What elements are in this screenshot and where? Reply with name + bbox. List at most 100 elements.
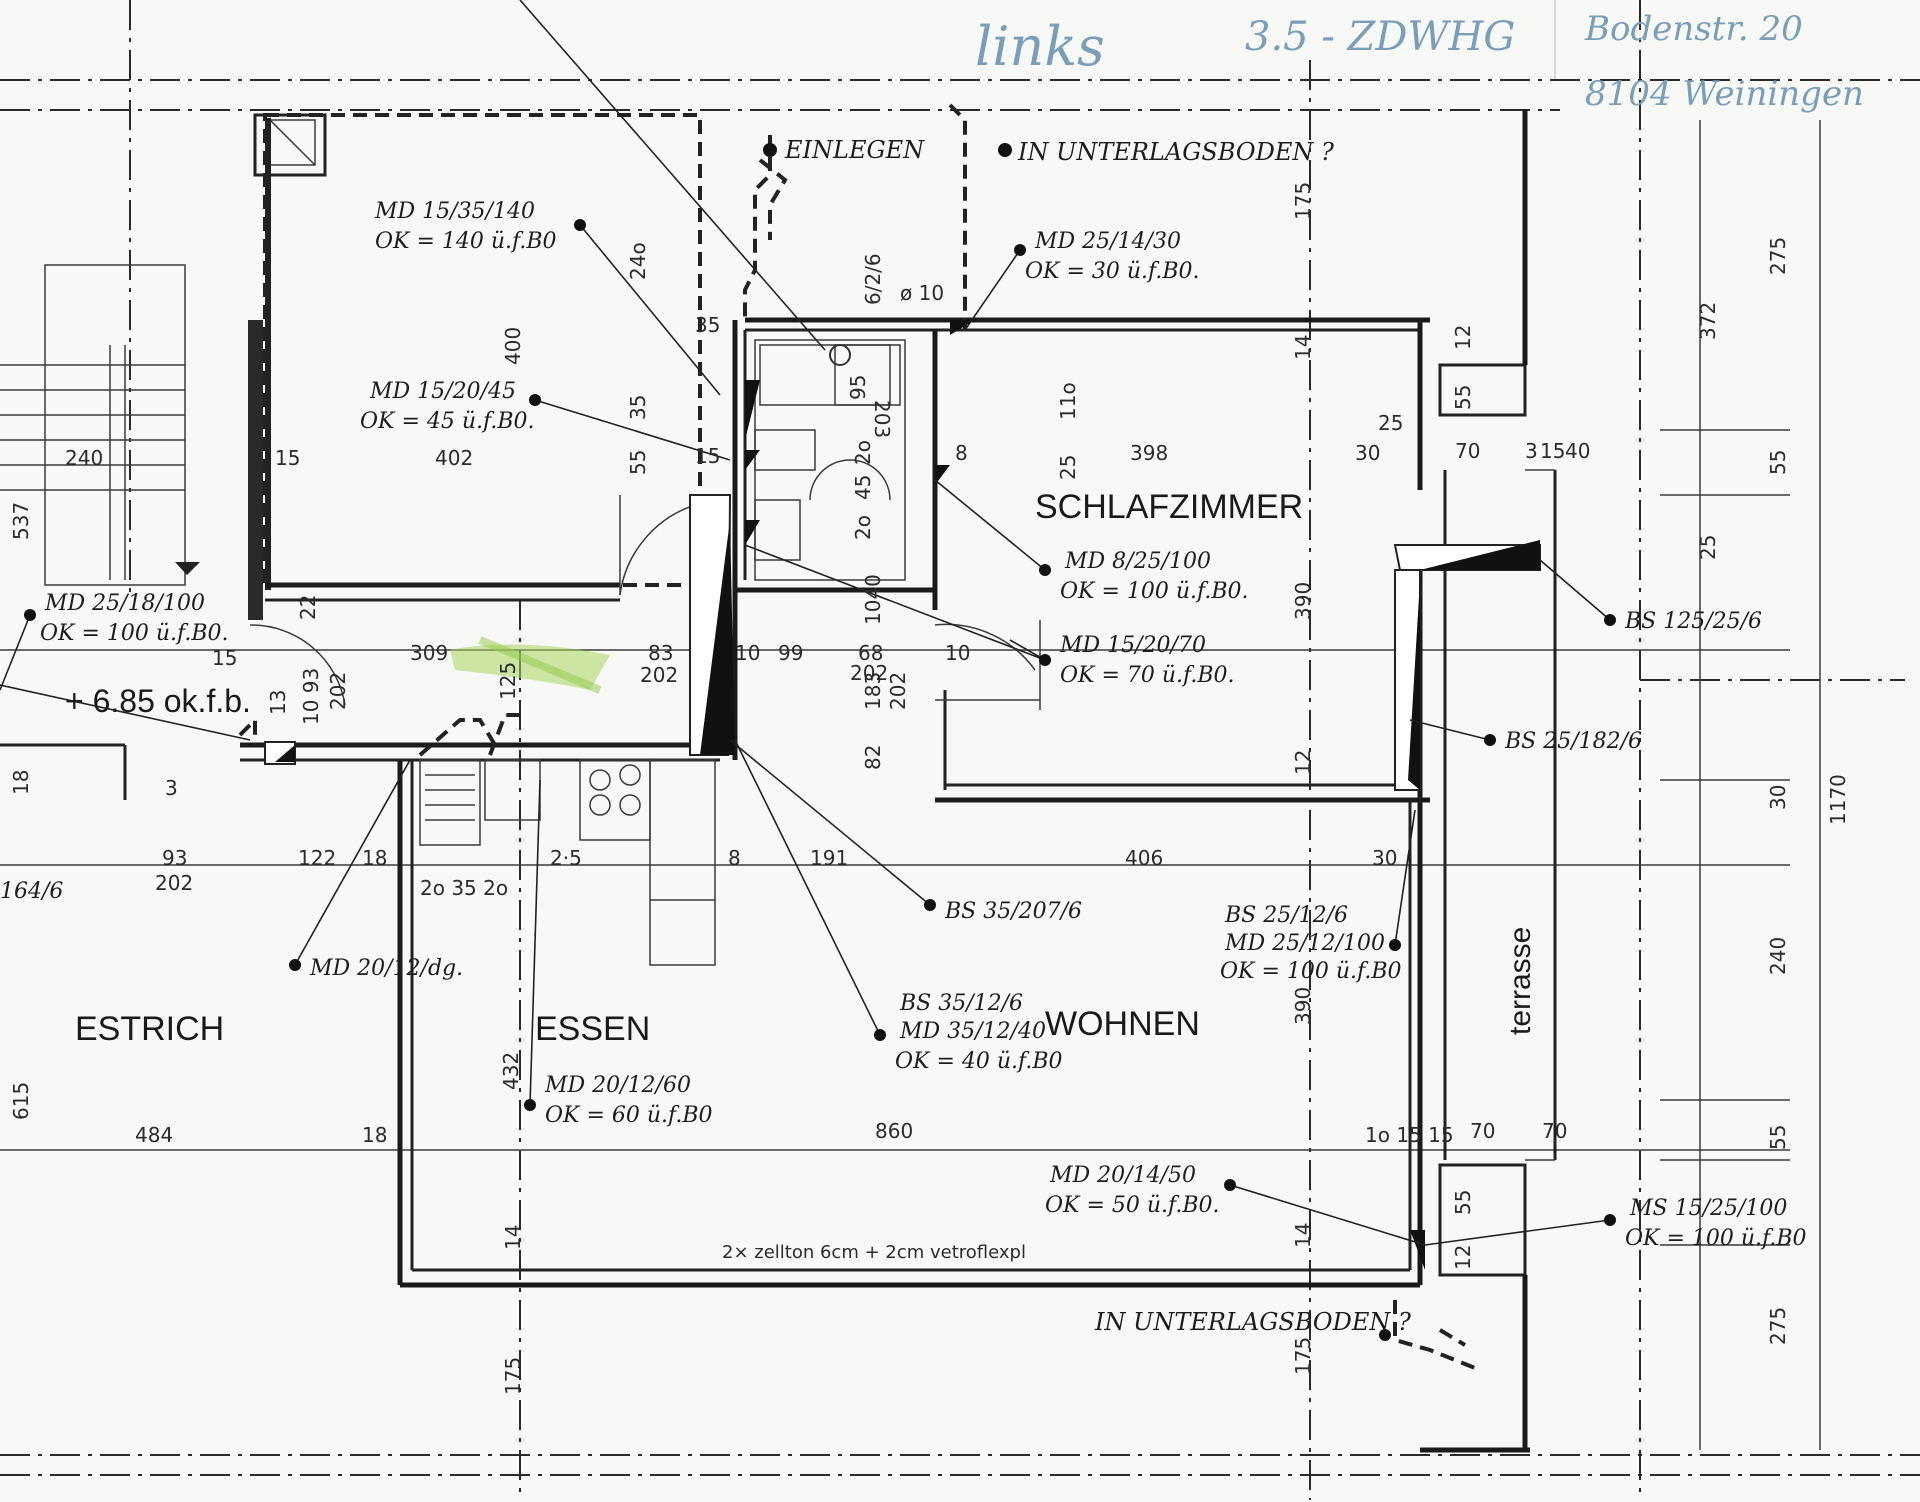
note-md-20-12-dg: MD 20/12/dg. — [309, 956, 463, 981]
note-md-25-14-30-b: OK = 30 ü.f.B0. — [1025, 259, 1200, 284]
dim-175c: 175 — [1291, 1337, 1315, 1375]
dim-275a: 275 — [1766, 237, 1790, 275]
dim-202a: 202 — [640, 663, 678, 687]
annotations: EINLEGEN IN UNTERLAGSBODEN ? MD 15/35/14… — [0, 136, 1807, 1336]
dim-55d: 55 — [1766, 1125, 1790, 1150]
note-einlegen: EINLEGEN — [784, 136, 925, 164]
note-md-8-25-100-b: OK = 100 ü.f.B0. — [1060, 579, 1249, 604]
note-md-25-18-100-a: MD 25/18/100 — [44, 591, 205, 616]
note-md-20-14-50-a: MD 20/14/50 — [1049, 1163, 1196, 1188]
room-terrasse: terrasse — [1504, 927, 1537, 1035]
dim-2oa: 2o — [851, 440, 875, 465]
dim-55c: 55 — [1766, 450, 1790, 475]
dim-12c: 12 — [1451, 1245, 1475, 1270]
dim-537: 537 — [9, 502, 33, 540]
note-md-15-20-45-b: OK = 45 ü.f.B0. — [360, 409, 535, 434]
dim-175b: 175 — [501, 1357, 525, 1395]
note-md-25-14-30-a: MD 25/14/30 — [1034, 229, 1181, 254]
note-md-20-14-50-b: OK = 50 ü.f.B0. — [1045, 1193, 1220, 1218]
note-md-15-35-140-a: MD 15/35/140 — [374, 199, 535, 224]
dim-25b: 25 — [1378, 411, 1403, 435]
dim-15a: 15 — [275, 446, 300, 470]
dim-22: 22 — [296, 595, 320, 620]
dim-125: 125 — [496, 662, 520, 700]
leader-lines — [0, 0, 1611, 1246]
dim-372: 372 — [1696, 302, 1720, 340]
dim-12b: 12 — [1291, 750, 1315, 775]
dim-860: 860 — [875, 1119, 913, 1143]
room-wohnen: WOHNEN — [1045, 1005, 1200, 1043]
dim-99: 99 — [778, 641, 803, 665]
dim-191: 191 — [810, 846, 848, 870]
note-bs-25-12-6-b: MD 25/12/100 — [1224, 931, 1385, 956]
highlighter-mark — [450, 636, 610, 694]
dim-14c: 14 — [501, 1225, 525, 1250]
dim-400: 400 — [501, 327, 525, 365]
dim-45: 45 — [851, 475, 875, 500]
doors — [249, 495, 1041, 710]
note-unit: 3.5 - ZDWHG — [1245, 14, 1515, 60]
staircase — [0, 264, 200, 586]
dim-25a: 25 — [1056, 455, 1080, 480]
dim-1170: 1170 — [1826, 774, 1850, 825]
dim-402: 402 — [435, 446, 473, 470]
dim-18a: 18 — [9, 770, 33, 795]
dim-2o-35-2o: 2o 35 2o — [420, 876, 508, 900]
dim-398: 398 — [1130, 441, 1168, 465]
note-bs-35-207-6: BS 35/207/6 — [944, 899, 1082, 924]
dim-14a: 14 — [1291, 335, 1315, 360]
note-bs-25-12-6-a: BS 25/12/6 — [1224, 903, 1348, 928]
dim-82: 82 — [861, 745, 885, 770]
dim-432: 432 — [499, 1052, 523, 1090]
dim-390b: 390 — [1291, 987, 1315, 1025]
dim-12a: 12 — [1451, 325, 1475, 350]
dim-55a: 55 — [626, 450, 650, 475]
dim-10b: 10 — [945, 641, 970, 665]
dim-68: 68 — [858, 641, 883, 665]
dim-3: 3 — [1525, 439, 1538, 463]
dim-13: 13 — [266, 690, 290, 715]
dim-55e: 55 — [1451, 1190, 1475, 1215]
dim-30a: 30 — [1355, 441, 1380, 465]
note-bs-25-182-6: BS 25/182/6 — [1504, 729, 1642, 754]
dim-10-93: 10 93 — [299, 668, 323, 725]
room-estrich: ESTRICH — [75, 1010, 224, 1048]
dim-70a: 70 — [1455, 439, 1480, 463]
note-bs-25-12-6-c: OK = 100 ü.f.B0 — [1220, 959, 1402, 984]
dim-8b: 8 — [728, 846, 741, 870]
dim-203: 203 — [870, 400, 894, 438]
note-address-2: 8104 Weiningen — [1585, 74, 1864, 114]
dim-83: 83 — [648, 641, 673, 665]
dim-309: 309 — [410, 641, 448, 665]
dim-24o: 24o — [626, 242, 650, 280]
dim-25c: 25 — [1696, 535, 1720, 560]
dim-202d: 202 — [326, 672, 350, 710]
room-essen: ESSEN — [535, 1010, 650, 1048]
dim-183: 183 — [861, 672, 885, 710]
note-side: links — [975, 15, 1105, 78]
dim-40: 40 — [1565, 439, 1590, 463]
dim-30b: 30 — [1372, 846, 1397, 870]
dim-202c: 202 — [886, 672, 910, 710]
dim-70c: 70 — [1542, 1119, 1567, 1143]
dim-18c: 18 — [362, 1123, 387, 1147]
dim-202e: 202 — [155, 871, 193, 895]
note-unterlagsboden-top: IN UNTERLAGSBODEN ? — [1017, 138, 1334, 166]
dim-484: 484 — [135, 1123, 173, 1147]
dim-11o: 11o — [1056, 382, 1080, 420]
dim-6-2-6: 6/2/6 — [861, 253, 885, 305]
note-md-20-12-60-b: OK = 60 ü.f.B0 — [545, 1103, 713, 1128]
note-md-25-18-100-b: OK = 100 ü.f.B0. — [40, 621, 229, 646]
dim-30c: 30 — [1766, 785, 1790, 810]
leader-dots — [24, 143, 1616, 1341]
note-address-1: Bodenstr. 20 — [1584, 9, 1803, 49]
solid-wedges — [264, 320, 1541, 1270]
dim-240: 240 — [65, 446, 103, 470]
note-bs-35-12-6-a: BS 35/12/6 — [899, 991, 1023, 1016]
note-md-20-12-60-a: MD 20/12/60 — [544, 1073, 691, 1098]
note-md-15-20-70-a: MD 15/20/70 — [1059, 633, 1206, 658]
note-unterlagsboden-bottom: IN UNTERLAGSBODEN ? — [1094, 1308, 1411, 1336]
dim-1040: 1040 — [861, 574, 885, 625]
dim-95: 95 — [846, 375, 870, 400]
